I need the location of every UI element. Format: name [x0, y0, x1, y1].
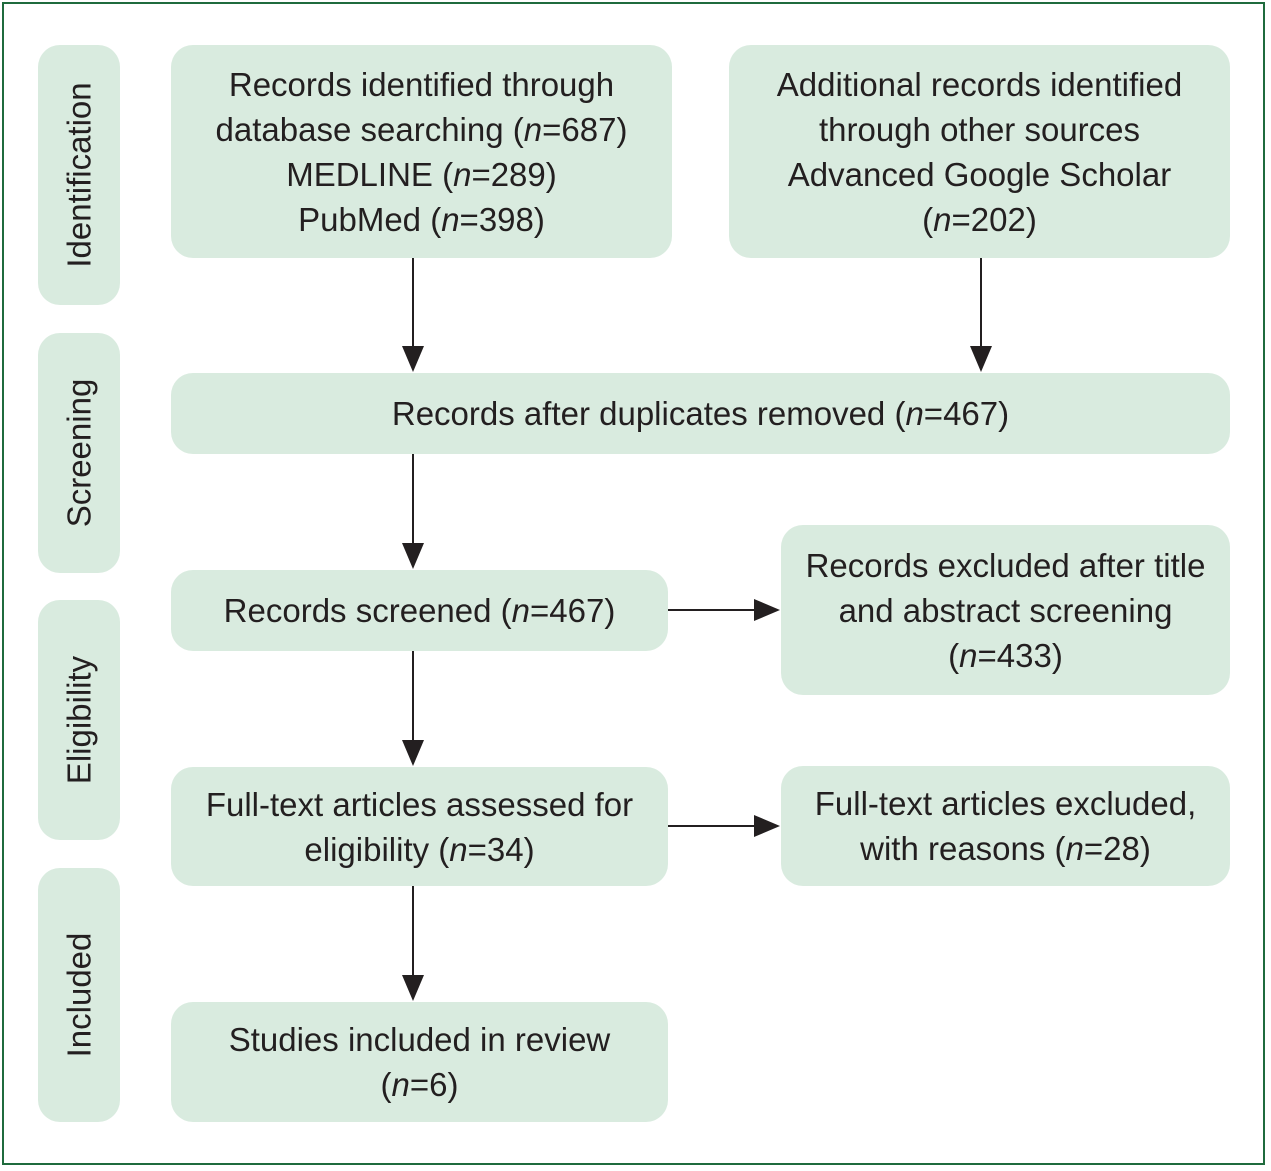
box-other-records: Additional records identified through ot… [729, 45, 1230, 258]
duplicates-removed-text: Records after duplicates removed (n=467) [391, 395, 1010, 432]
other-records-line4: (n=202) [922, 200, 1037, 238]
phase-screening: Screening [38, 333, 120, 573]
box-fulltext-excluded: Full-text articles excluded, with reason… [781, 766, 1230, 886]
box-records-excluded: Records excluded after title and abstrac… [781, 525, 1230, 695]
box-fulltext-assessed: Full-text articles assessed for eligibil… [171, 767, 668, 886]
fulltext-assessed-line2: eligibility (n=34) [304, 830, 535, 868]
box-included-studies: Studies included in review (n=6) [171, 1002, 668, 1122]
database-records-line1: Records identified through [228, 65, 615, 103]
arrowhead-fulltext-to-included [402, 975, 424, 1001]
arrowhead-screened-to-fulltext [402, 740, 424, 766]
arrowhead-other-to-duplicates [970, 346, 992, 372]
records-excluded-line2: and abstract screening [838, 591, 1173, 629]
arrowhead-database-to-duplicates [402, 346, 424, 372]
other-records-line1: Additional records identified [776, 65, 1183, 103]
database-records-line2: database searching (n=687) [215, 110, 628, 148]
box-duplicates-removed: Records after duplicates removed (n=467) [171, 373, 1230, 454]
records-excluded-line1: Records excluded after title [805, 546, 1206, 584]
arrowhead-duplicates-to-screened [402, 543, 424, 569]
phase-eligibility: Eligibility [38, 600, 120, 840]
box-database-records: Records identified through database sear… [171, 45, 672, 258]
database-records-line3: MEDLINE (n=289) [286, 155, 557, 193]
fulltext-excluded-line1: Full-text articles excluded, [814, 785, 1197, 822]
included-studies-line1: Studies included in review [228, 1021, 611, 1058]
arrowhead-fulltext-to-excluded [754, 815, 780, 837]
fulltext-excluded-line2: with reasons (n=28) [860, 830, 1151, 867]
records-screened-text: Records screened (n=467) [223, 592, 616, 629]
fulltext-assessed-line1: Full-text articles assessed for [205, 785, 634, 823]
included-studies-line2: (n=6) [380, 1066, 459, 1103]
arrowhead-screened-to-excluded [754, 599, 780, 621]
phase-included: Included [38, 868, 120, 1122]
box-records-screened: Records screened (n=467) [171, 570, 668, 651]
other-records-line2: through other sources [818, 110, 1141, 148]
phase-identification: Identification [38, 45, 120, 305]
other-records-line3: Advanced Google Scholar [787, 155, 1172, 193]
records-excluded-line3: (n=433) [948, 636, 1063, 674]
database-records-line4: PubMed (n=398) [298, 200, 545, 238]
